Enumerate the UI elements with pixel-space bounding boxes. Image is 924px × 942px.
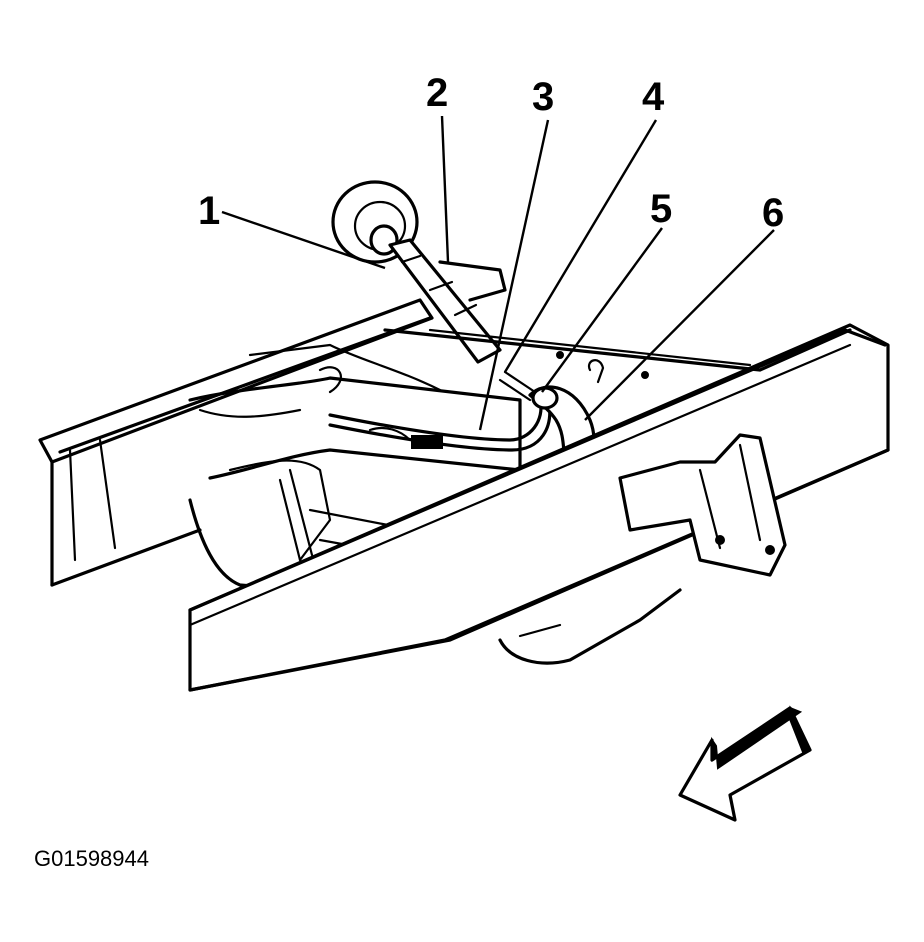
callout-1: 1 (198, 189, 220, 233)
callout-4: 4 (642, 75, 665, 119)
callout-2: 2 (426, 71, 448, 115)
right-frame-rail (188, 323, 890, 692)
left-frame-rail (38, 298, 434, 587)
callout-3: 3 (532, 75, 554, 119)
brake-line (328, 396, 552, 452)
figure-id: G01598944 (34, 846, 149, 871)
axle-tube (388, 238, 507, 364)
callout-5: 5 (650, 187, 672, 231)
front-direction-arrow-icon (678, 705, 812, 822)
crossmember (188, 366, 522, 480)
leader-lines (221, 115, 775, 431)
spring-hanger-bracket (618, 433, 787, 577)
callout-6: 6 (762, 191, 784, 235)
lower-tank-edge (498, 588, 682, 665)
